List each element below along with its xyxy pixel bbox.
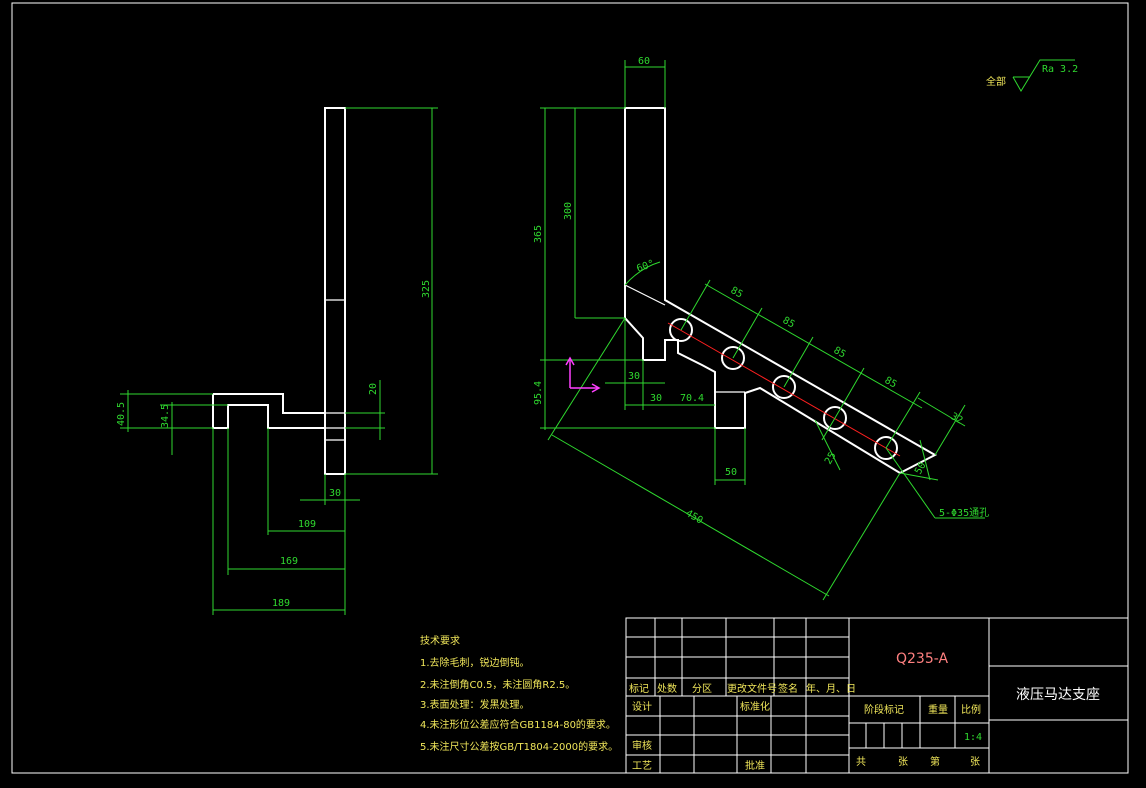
title-block: Q235-A 液压马达支座 标记 处数 分区 更改文件号 签名 年、月、日 设计… <box>625 617 1129 774</box>
stage-label: 阶段标记 <box>864 703 904 716</box>
row-label-5: 年、月、日 <box>806 682 856 695</box>
standard-label: 标准化 <box>740 700 770 713</box>
side-top-profile <box>213 393 325 414</box>
ucs-icon <box>565 356 601 393</box>
scale-label: 比例 <box>961 703 981 716</box>
row-label-3: 更改文件号 <box>727 682 777 695</box>
dim-30-a: 30 <box>628 371 640 382</box>
dim-450: 450 <box>684 508 705 527</box>
tech-requirements: 技术要求 1.去除毛刺，锐边倒钝。 2.未注倒角C0.5，未注圆角R2.5。 3… <box>420 634 618 753</box>
part-name: 液压马达支座 <box>1016 687 1100 703</box>
front-view: 60 365 300 95.4 30 30 70.4 50 60° 85 85 … <box>533 56 989 601</box>
hole-3 <box>772 375 796 399</box>
dim-30-b: 30 <box>650 393 662 404</box>
page-label: 第 <box>930 755 940 768</box>
dim-189: 189 <box>272 598 290 609</box>
drawing-frame <box>11 2 1129 774</box>
dim-85-2: 85 <box>781 315 797 331</box>
dim-32: 32 <box>949 411 965 427</box>
process-label: 工艺 <box>632 760 652 772</box>
hole-4 <box>823 406 847 430</box>
material: Q235-A <box>896 651 948 667</box>
dim-holes: 5-Φ35通孔 <box>939 507 989 519</box>
dim-85-1: 85 <box>729 285 745 301</box>
row-label-4: 签名 <box>778 682 798 695</box>
review-label: 审核 <box>632 739 652 752</box>
side-plate-outline <box>324 107 346 475</box>
bracket-outline <box>624 107 938 475</box>
dim-85-4: 85 <box>883 375 899 391</box>
tech-item-4: 4.未注形位公差应符合GB1184-80的要求。 <box>420 718 616 731</box>
dim-20: 20 <box>368 383 379 395</box>
tech-title: 技术要求 <box>420 634 460 647</box>
roughness-symbol: 全部 Ra 3.2 <box>986 59 1078 92</box>
side-bottom-profile <box>212 394 325 429</box>
hole-2 <box>721 346 745 370</box>
dim-109: 109 <box>298 519 316 530</box>
dim-325: 325 <box>421 280 432 298</box>
dim-365: 365 <box>533 225 544 243</box>
sheet-label-2: 张 <box>970 756 980 768</box>
hole-1 <box>669 318 693 342</box>
tech-item-1: 1.去除毛刺，锐边倒钝。 <box>420 656 530 669</box>
row-label-1: 处数 <box>657 682 677 695</box>
tech-item-3: 3.表面处理：发黑处理。 <box>420 698 530 711</box>
tech-item-5: 5.未注尺寸公差按GB/T1804-2000的要求。 <box>420 740 618 753</box>
dim-169: 169 <box>280 556 298 567</box>
dim-25: 25 <box>823 451 839 467</box>
row-label-2: 分区 <box>692 683 712 695</box>
dim-34-5: 34.5 <box>160 404 171 428</box>
hole-5 <box>874 436 898 460</box>
roughness-label: 全部 <box>986 75 1006 88</box>
dim-30-side: 30 <box>329 488 341 499</box>
dim-300: 300 <box>563 202 574 220</box>
row-label-0: 标记 <box>629 683 649 695</box>
dim-85-3: 85 <box>832 345 848 361</box>
dim-50-b: 50 <box>913 461 929 477</box>
dim-50-a: 50 <box>725 467 737 478</box>
bracket-edge <box>624 284 666 306</box>
roughness-value: Ra 3.2 <box>1042 64 1078 75</box>
design-label: 设计 <box>632 700 652 713</box>
sheet-label-1: 张 <box>898 756 908 768</box>
dim-70-4: 70.4 <box>680 393 704 404</box>
approve-label: 批准 <box>745 759 765 772</box>
tech-item-2: 2.未注倒角C0.5，未注圆角R2.5。 <box>420 678 575 691</box>
scale-value: 1:4 <box>964 732 982 743</box>
dim-40-5: 40.5 <box>116 402 127 426</box>
side-view: 325 20 40.5 34.5 30 109 169 189 <box>116 107 438 615</box>
total-label: 共 <box>856 756 866 768</box>
weight-label: 重量 <box>928 703 948 716</box>
dim-95-4: 95.4 <box>533 381 544 405</box>
hole-centerline <box>667 322 901 457</box>
dim-60: 60 <box>638 56 650 67</box>
